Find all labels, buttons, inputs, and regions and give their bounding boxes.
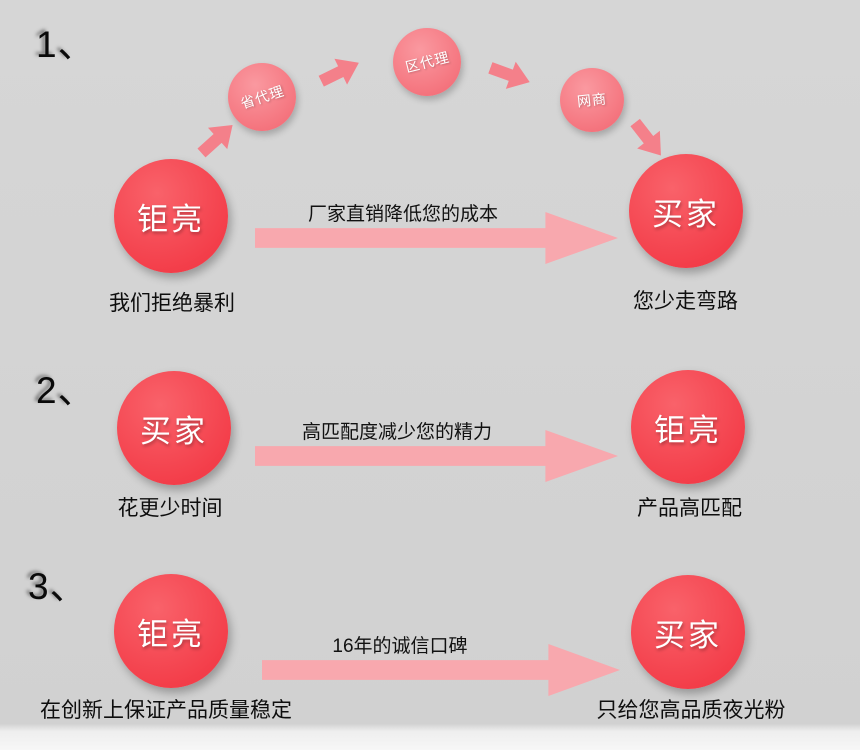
arrow-label-section-3: 16年的诚信口碑 (300, 631, 500, 665)
circle-juliang-section-1: 钜亮 (114, 159, 228, 273)
arc-arrow-3-icon (485, 54, 535, 97)
arc-arrow-2-icon (315, 49, 366, 94)
chain-circle-provincial-agent: 省代理 (228, 63, 296, 131)
chain-circle-online-merchant-label: 网商 (576, 90, 608, 110)
arc-arrow-1-icon (191, 114, 242, 164)
section-3-number: 3、 (28, 566, 88, 607)
chain-circle-district-agent: 区代理 (393, 28, 461, 96)
circle-buyer-section-3: 买家 (631, 575, 745, 689)
circle-juliang-section-2: 钜亮 (631, 370, 745, 484)
chain-circle-online-merchant: 网商 (560, 68, 624, 132)
chain-circle-district-agent-label: 区代理 (403, 48, 451, 76)
circle-buyer-section-2: 买家 (117, 371, 231, 485)
chain-circle-provincial-agent-label: 省代理 (238, 82, 286, 112)
section-1-number: 1、 (36, 24, 96, 65)
caption-left-section-2: 花更少时间 (117, 497, 223, 520)
circle-buyer-section-1: 买家 (629, 154, 743, 268)
caption-left-section-1: 我们拒绝暴利 (109, 292, 235, 315)
arrow-label-section-2: 高匹配度减少您的精力 (278, 417, 516, 451)
circle-juliang-section-3: 钜亮 (114, 574, 228, 688)
section-2-number: 2、 (36, 370, 96, 411)
caption-right-section-1: 您少走弯路 (633, 290, 738, 313)
caption-left-section-3: 在创新上保证产品质量稳定 (40, 699, 292, 722)
caption-right-section-2: 产品高匹配 (637, 497, 742, 520)
arrow-label-section-1: 厂家直销降低您的成本 (282, 199, 524, 233)
caption-right-section-3: 只给您高品质夜光粉 (596, 699, 786, 722)
